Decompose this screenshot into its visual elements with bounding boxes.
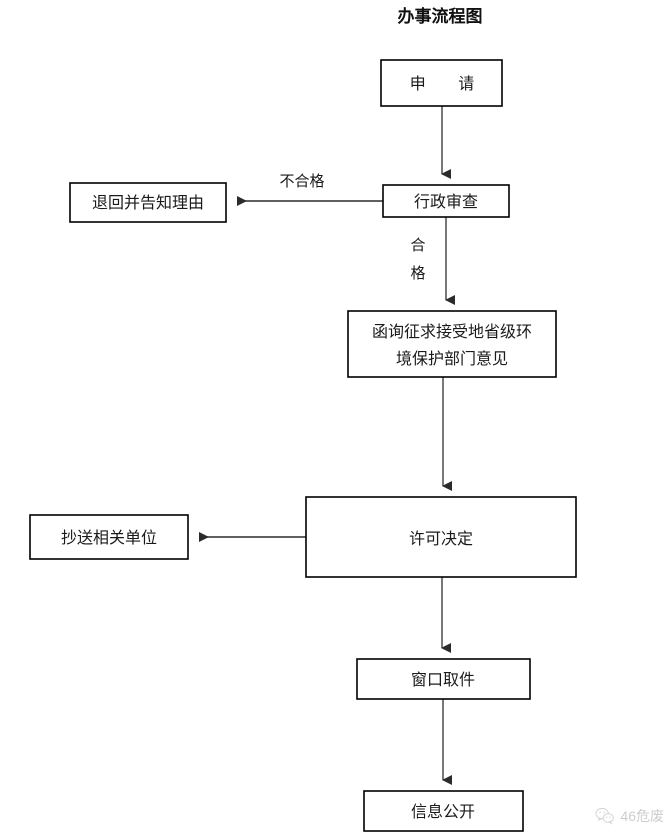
node-reject[interactable]: 退回并告知理由 [69,182,227,223]
node-apply-label: 申 请 [410,75,488,93]
node-publish-box [363,790,524,832]
node-consult-box [347,310,557,378]
node-review-box [382,184,510,218]
node-decide[interactable]: 许可决定 [305,496,577,578]
node-consult-label-line1: 函询征求接受地省级环 [372,323,532,341]
node-publish-label: 信息公开 [411,803,475,821]
node-consult-label-line2: 境保护部门意见 [396,349,508,368]
node-consult[interactable]: 函询征求接受地省级环 境保护部门意见 [347,310,557,378]
node-apply[interactable]: 申 请 [380,59,503,107]
edge-label-pass-char-2: 格 [410,265,425,282]
watermark: 46危废 [595,806,664,826]
page-title: 办事流程图 [398,6,483,26]
node-copyto-label: 抄送相关单位 [61,529,157,547]
node-reject-label: 退回并告知理由 [92,194,204,212]
node-reject-box [69,182,227,223]
wechat-icon [595,807,615,825]
watermark-text: 46危废 [620,808,664,824]
node-review-label: 行政审查 [414,193,478,211]
node-apply-box [380,59,503,107]
node-review[interactable]: 行政审查 [382,184,510,218]
node-copyto[interactable]: 抄送相关单位 [29,514,189,560]
node-decide-label: 许可决定 [409,530,473,548]
node-pickup[interactable]: 窗口取件 [356,658,531,700]
edge-label-pass-char-1: 合 [410,237,425,254]
node-pickup-box [356,658,531,700]
node-pickup-label: 窗口取件 [411,671,475,689]
node-copyto-box [29,514,189,560]
node-publish[interactable]: 信息公开 [363,790,524,832]
node-decide-box [305,496,577,578]
edge-label-fail: 不合格 [279,173,324,190]
